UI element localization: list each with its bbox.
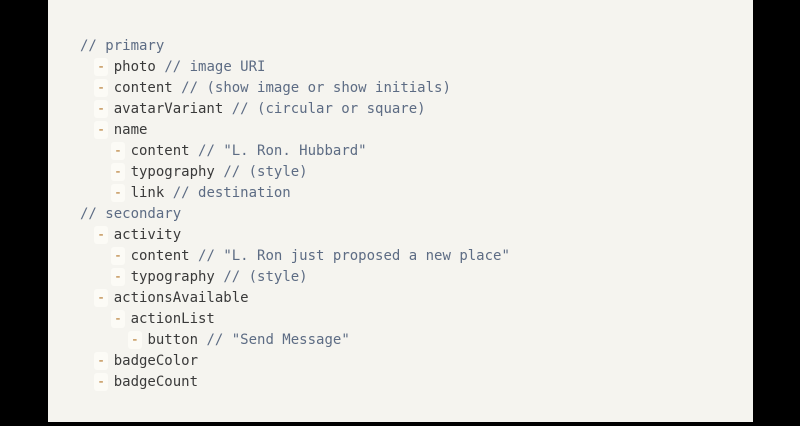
inline-comment: // image URI: [164, 59, 266, 75]
tree-line-name-link: - link // destination: [80, 183, 753, 204]
section-header-secondary: // secondary: [80, 204, 753, 225]
section-comment: // secondary: [80, 206, 182, 222]
inline-comment: // (circular or square): [231, 101, 426, 117]
tree-line-activity-typography: - typography // (style): [80, 267, 753, 288]
tree-line-action-list: - actionList: [80, 309, 753, 330]
bullet-dash: -: [127, 331, 142, 349]
bullet-dash: -: [93, 226, 109, 244]
property-name: name: [113, 122, 148, 138]
property-name: photo: [113, 59, 156, 75]
bullet-dash: -: [93, 100, 109, 118]
inline-comment: // (show image or show initials): [181, 80, 451, 96]
inline-comment: // "L. Ron. Hubbard": [198, 143, 367, 159]
inline-comment: // "Send Message": [206, 332, 350, 348]
tree-line-badge-color: - badgeColor: [80, 351, 753, 372]
tree-line-activity-content: - content // "L. Ron just proposed a new…: [80, 246, 753, 267]
tree-line-name-typography: - typography // (style): [80, 162, 753, 183]
bullet-dash: -: [93, 352, 109, 370]
tree-line-badge-count: - badgeCount: [80, 372, 753, 393]
property-name: badgeCount: [113, 374, 199, 390]
bullet-dash: -: [93, 289, 109, 307]
property-name: avatarVariant: [113, 101, 224, 117]
tree-line-name-content: - content // "L. Ron. Hubbard": [80, 141, 753, 162]
bullet-dash: -: [93, 373, 109, 391]
bullet-dash: -: [110, 142, 126, 160]
bullet-dash: -: [110, 247, 126, 265]
bullet-dash: -: [110, 163, 126, 181]
tree-line-photo: - photo // image URI: [80, 57, 753, 78]
property-name: link: [130, 185, 165, 201]
property-name: content: [130, 143, 190, 159]
property-name: actionList: [130, 311, 215, 327]
section-header-primary: // primary: [80, 36, 753, 57]
schema-outline: // primary - photo // image URI - conten…: [48, 0, 753, 393]
property-name: content: [130, 248, 190, 264]
bullet-dash: -: [93, 79, 109, 97]
tree-line-content: - content // (show image or show initial…: [80, 78, 753, 99]
property-name: typography: [130, 164, 215, 180]
bullet-dash: -: [110, 310, 126, 328]
document-page: // primary - photo // image URI - conten…: [48, 0, 753, 422]
bullet-dash: -: [110, 184, 126, 202]
tree-line-avatar-variant: - avatarVariant // (circular or square): [80, 99, 753, 120]
inline-comment: // (style): [223, 269, 308, 285]
inline-comment: // destination: [172, 185, 291, 201]
property-name: content: [113, 80, 173, 96]
property-name: button: [147, 332, 199, 348]
inline-comment: // "L. Ron just proposed a new place": [198, 248, 510, 264]
tree-line-actions-available: - actionsAvailable: [80, 288, 753, 309]
inline-comment: // (style): [223, 164, 308, 180]
tree-line-activity: - activity: [80, 225, 753, 246]
property-name: typography: [130, 269, 215, 285]
property-name: actionsAvailable: [113, 290, 249, 306]
bullet-dash: -: [110, 268, 126, 286]
tree-line-button: - button // "Send Message": [80, 330, 753, 351]
section-comment: // primary: [80, 38, 165, 54]
bullet-dash: -: [93, 58, 109, 76]
property-name: badgeColor: [113, 353, 199, 369]
tree-line-name: - name: [80, 120, 753, 141]
bullet-dash: -: [93, 121, 109, 139]
property-name: activity: [113, 227, 182, 243]
